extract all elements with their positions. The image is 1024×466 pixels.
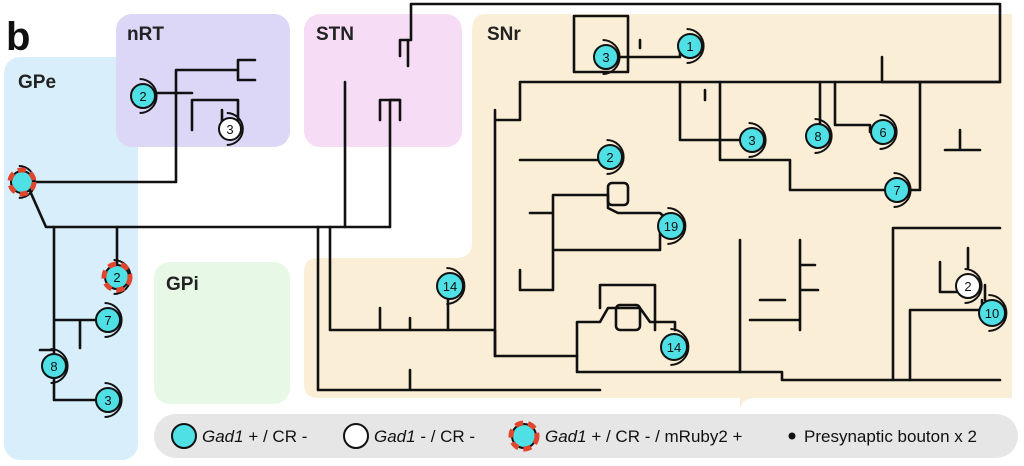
cell-body [978, 299, 1006, 327]
cell-nrt-2: 2 [130, 78, 158, 114]
region-nrt-box [116, 14, 290, 147]
cell-count-label: 1 [686, 39, 693, 54]
cell-snr-14a: 14 [436, 267, 466, 305]
cell-body [130, 83, 156, 109]
cell-count-label: 14 [667, 340, 681, 355]
cell-count-label: 19 [664, 219, 678, 234]
cell-arc [226, 112, 244, 146]
cell-body [657, 212, 685, 240]
cell-gpe-2: 2 [101, 259, 133, 295]
cell-body [218, 117, 242, 141]
cell-arc [988, 294, 1008, 332]
cell-count-label: 8 [50, 359, 57, 374]
cell-body [95, 387, 121, 413]
cell-count-label: 2 [139, 89, 146, 104]
legend-label-positive: Gad1 + / CR - [202, 427, 307, 446]
cell-gpe-7: 7 [95, 302, 123, 338]
cell-snr-7: 7 [884, 172, 912, 208]
cell-arc [893, 172, 912, 208]
cell-snr-3a: 3 [593, 39, 621, 75]
cell-arc [964, 268, 983, 304]
cell-arc [104, 382, 123, 418]
cell-count-label: 6 [879, 125, 886, 140]
cell-mruby-ring [7, 167, 37, 197]
cell-body [95, 307, 121, 333]
cell-count-label: 10 [985, 306, 999, 321]
legend-bouton-dot [788, 432, 796, 440]
cell-arc [446, 267, 466, 305]
cell-body [593, 44, 619, 70]
region-label-nrt: nRT [127, 24, 164, 45]
cell-count-label: 2 [113, 270, 120, 285]
cell-body [739, 127, 765, 153]
cell-snr-2a: 2 [597, 139, 625, 175]
cell-nrt-3: 3 [218, 112, 244, 146]
cell-snr-1: 1 [677, 28, 705, 64]
region-label-gpi: GPi [166, 274, 199, 295]
cell-body [677, 33, 703, 59]
cell-arc [606, 139, 625, 175]
cell-count-label: 7 [893, 183, 900, 198]
cell-body [870, 119, 896, 145]
cell-count-label: 2 [606, 150, 613, 165]
cell-snr-3b: 3 [739, 122, 767, 158]
cell-snr-14b: 14 [660, 328, 690, 366]
region-gpe-box [4, 57, 138, 460]
legend-box [154, 414, 1018, 458]
legend-swatch-negative [343, 423, 369, 449]
cell-arc [814, 118, 833, 154]
cell-arc [686, 28, 705, 64]
cell-body [597, 144, 623, 170]
cell-arc [139, 78, 158, 114]
cell-body [41, 353, 67, 379]
cell-arc [104, 302, 123, 338]
cell-count-label: 3 [602, 50, 609, 65]
region-label-stn: STN [316, 24, 354, 45]
cell-snr-19: 19 [657, 207, 687, 245]
region-label-snr: SNr [487, 24, 521, 45]
cell-snr-6: 6 [870, 114, 898, 150]
cell-snr-2b: 2 [955, 268, 983, 304]
region-stn-box [304, 14, 462, 147]
legend: Gad1 + / CR - Gad1 - / CR - Gad1 + / CR … [154, 414, 1018, 458]
legend-label-mruby: Gad1 + / CR - / mRuby2 + [545, 427, 743, 446]
cell-gpe-3: 3 [95, 382, 123, 418]
cell-count-label: 7 [104, 313, 111, 328]
cell-count-label: 8 [814, 129, 821, 144]
cell-snr-10: 10 [978, 294, 1008, 332]
legend-label-bouton: Presynaptic bouton x 2 [804, 427, 977, 446]
cell-body [660, 333, 688, 361]
cell-mruby-ring [101, 261, 133, 293]
cell-arc [670, 328, 690, 366]
cell-body [805, 123, 831, 149]
cell-count-label: 3 [104, 393, 111, 408]
region-label-gpe: GPe [18, 72, 56, 93]
panel-letter: b [6, 15, 30, 59]
cell-arc [667, 207, 687, 245]
region-gpi-box [154, 262, 290, 404]
cell-count-label: 2 [964, 279, 971, 294]
cell-gpe-soma [7, 165, 37, 199]
cell-arc [748, 122, 767, 158]
legend-label-negative: Gad1 - / CR - [374, 427, 475, 446]
cells: 2 7 8 3 2 3 3 1 3 8 6 2 7 19 14 14 2 10 [7, 28, 1008, 418]
cell-count-label: 3 [226, 122, 233, 137]
cell-gpe-8: 8 [41, 348, 69, 384]
cell-body [884, 177, 910, 203]
cell-arc [602, 39, 621, 75]
cell-snr-8: 8 [805, 118, 833, 154]
cell-arc [50, 348, 69, 384]
legend-swatch-mruby [508, 420, 540, 452]
legend-swatch-positive [171, 423, 197, 449]
cell-count-label: 3 [748, 133, 755, 148]
cell-count-label: 14 [443, 279, 457, 294]
cell-body [955, 273, 981, 299]
cell-body [436, 272, 464, 300]
cell-arc [879, 114, 898, 150]
